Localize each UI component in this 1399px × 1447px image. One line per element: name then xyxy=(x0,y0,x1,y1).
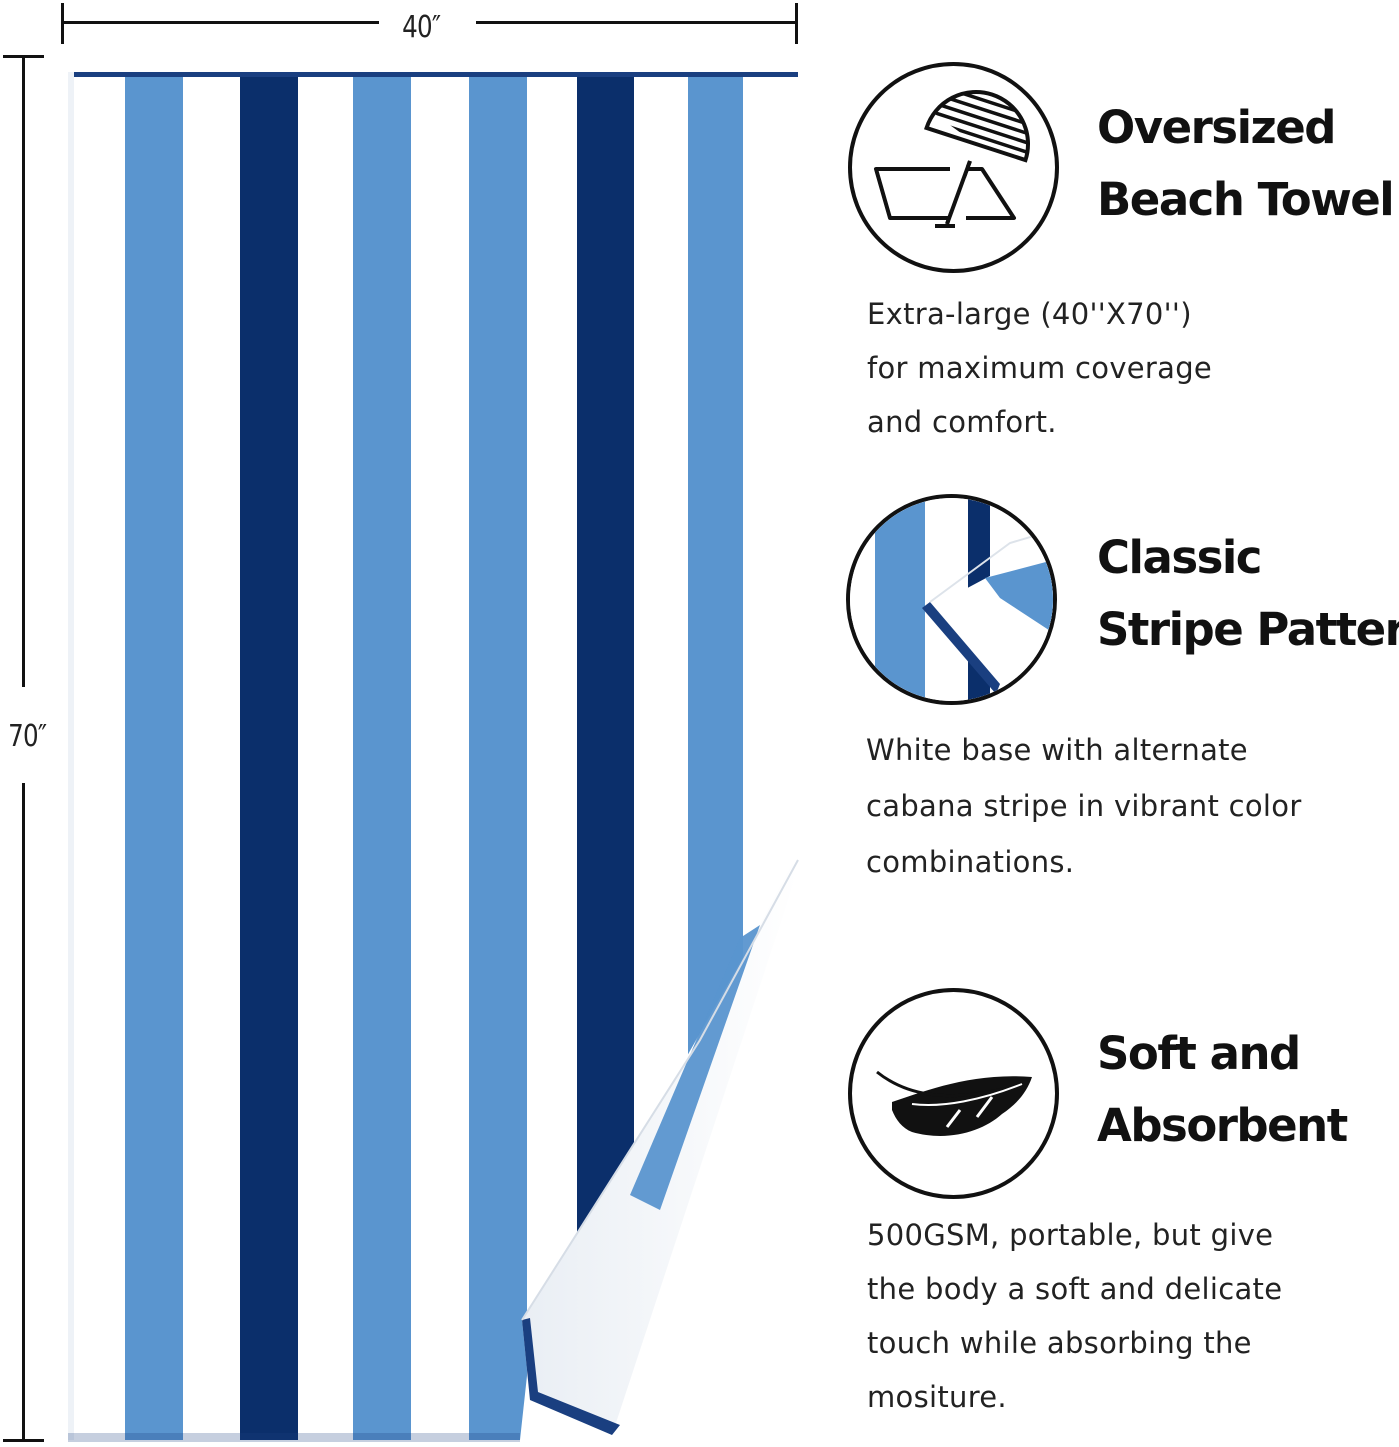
beach-umbrella-icon xyxy=(848,62,1059,273)
feature-title-line: Classic xyxy=(1097,531,1262,584)
height-dimension-line-top xyxy=(22,55,25,687)
feature-desc-line: cabana stripe in vibrant color xyxy=(866,789,1302,823)
feature-desc-line: touch while absorbing the xyxy=(867,1326,1252,1360)
towel-top-hem xyxy=(68,72,798,77)
height-dimension-label: 70″ xyxy=(8,719,47,754)
feature-desc-line: Extra-large (40''X70'') xyxy=(867,297,1192,331)
feature-title-line: Stripe Pattern xyxy=(1097,603,1399,656)
feature-desc-soft: 500GSM, portable, but give the body a so… xyxy=(867,1208,1282,1424)
feature-title-soft: Soft and Absorbent xyxy=(1097,1018,1348,1162)
feature-title-line: Absorbent xyxy=(1097,1099,1348,1152)
feature-desc-line: for maximum coverage xyxy=(867,351,1213,385)
feature-desc-stripe: White base with alternate cabana stripe … xyxy=(866,722,1302,890)
towel-bottom-hem xyxy=(68,1433,520,1442)
stripe-light-3 xyxy=(469,72,527,1440)
feature-desc-line: White base with alternate xyxy=(866,733,1248,767)
feature-title-oversized: Oversized Beach Towel xyxy=(1097,92,1395,236)
feature-title-line: Oversized xyxy=(1097,101,1336,154)
feature-title-line: Beach Towel xyxy=(1097,173,1395,226)
feature-desc-line: mositure. xyxy=(867,1380,1007,1414)
height-dimension-line-bottom xyxy=(22,783,25,1442)
feature-desc-oversized: Extra-large (40''X70'') for maximum cove… xyxy=(867,287,1212,449)
width-dimension-line-left xyxy=(61,21,379,24)
feature-title-line: Soft and xyxy=(1097,1027,1301,1080)
stripe-light-1 xyxy=(125,72,183,1440)
towel-folded-corner xyxy=(521,852,799,1435)
feature-desc-line: 500GSM, portable, but give xyxy=(867,1218,1274,1252)
feature-title-stripe: Classic Stripe Pattern xyxy=(1097,522,1399,666)
width-dimension-label: 40″ xyxy=(402,10,441,45)
stripe-pattern-icon xyxy=(846,494,1057,705)
width-dimension-line-right xyxy=(476,21,798,24)
stripe-navy-1 xyxy=(240,72,298,1440)
stripe-light-2 xyxy=(353,72,411,1440)
feather-icon xyxy=(848,988,1059,1199)
feature-desc-line: the body a soft and delicate xyxy=(867,1272,1283,1306)
feature-desc-line: combinations. xyxy=(866,845,1075,879)
stripe-light-4 xyxy=(688,72,743,1440)
feature-desc-line: and comfort. xyxy=(867,405,1057,439)
